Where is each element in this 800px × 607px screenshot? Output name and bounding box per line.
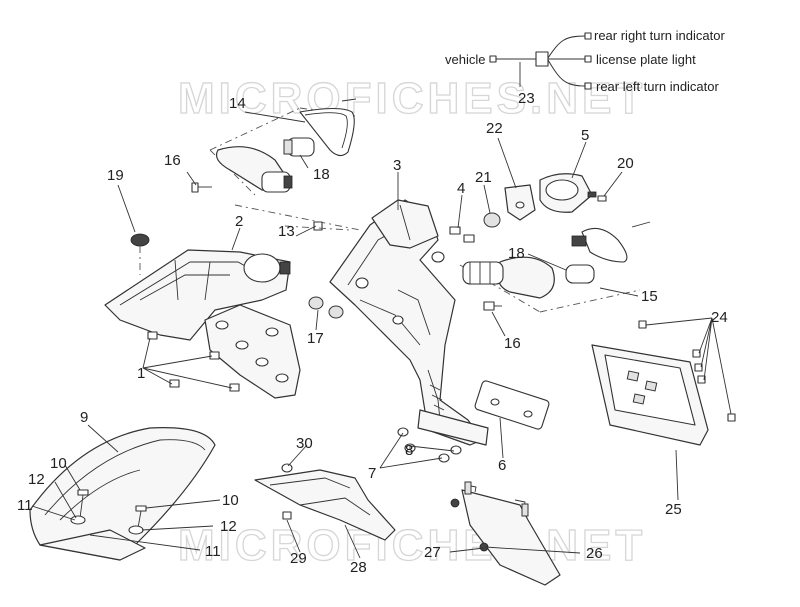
callout-22: 22 [486, 120, 503, 137]
label-vehicle: vehicle [445, 52, 485, 67]
splash-flap [461, 481, 561, 586]
label-license-plate: license plate light [596, 52, 696, 67]
callout-12-right: 12 [220, 518, 237, 535]
callout-11-left: 11 [17, 497, 33, 514]
callout-9: 9 [80, 409, 88, 426]
harness-junction [535, 51, 549, 67]
right-turn-indicator [459, 221, 651, 313]
callout-30: 30 [296, 435, 313, 452]
callout-26: 26 [586, 545, 603, 562]
callout-16-right: 16 [504, 335, 521, 352]
callout-28: 28 [350, 559, 367, 576]
callout-15: 15 [641, 288, 658, 305]
label-rear-left: rear left turn indicator [596, 79, 720, 94]
rubber-plug [130, 233, 150, 247]
nut-27 [450, 498, 460, 508]
rear-mudguard [29, 427, 216, 561]
callout-21: 21 [475, 169, 492, 186]
rear-right-connector [584, 32, 592, 40]
callout-10-right: 10 [222, 492, 239, 509]
screw-13 [313, 221, 323, 231]
callout-27: 27 [424, 544, 441, 561]
callout-20: 20 [617, 155, 634, 172]
callout-23: 23 [518, 90, 535, 107]
callout-16-left: 16 [164, 152, 181, 169]
clip-30 [281, 463, 293, 473]
screw-20 [597, 195, 607, 202]
callout-13: 13 [278, 223, 295, 240]
screw-29 [282, 511, 292, 520]
leader-lines [31, 62, 732, 559]
license-plate-light [539, 173, 597, 213]
rear-subframe [104, 249, 301, 399]
callout-18-right: 18 [508, 245, 525, 262]
callout-17: 17 [307, 330, 324, 347]
left-turn-indicator [191, 98, 357, 196]
callout-29: 29 [290, 550, 307, 567]
callout-3: 3 [393, 157, 401, 174]
callout-25: 25 [665, 501, 682, 518]
callout-10-left: 10 [50, 455, 67, 472]
license-holder-bracket [329, 199, 489, 446]
grommets-17 [308, 296, 344, 319]
rear-reflector [474, 380, 550, 430]
inner-mudguard [254, 469, 396, 541]
rear-left-connector [584, 82, 592, 90]
callout-18-left: 18 [313, 166, 330, 183]
watermark-bottom: MICROFICHES.NET [178, 521, 646, 570]
wiring-harness: vehicle rear right turn indicator licens… [445, 28, 725, 94]
license-connector [584, 55, 592, 63]
callout-14: 14 [229, 95, 246, 112]
callout-11-right: 11 [205, 543, 221, 560]
callout-7: 7 [368, 465, 376, 482]
spacer-21 [483, 212, 501, 228]
callout-8: 8 [405, 442, 413, 459]
screws-24 [638, 320, 736, 422]
label-rear-right: rear right turn indicator [594, 28, 725, 43]
callout-numbers: 1 2 3 4 5 6 7 8 9 10 10 11 11 12 12 13 1… [17, 90, 728, 576]
screws-4 [449, 226, 475, 243]
callout-12-left: 12 [28, 471, 45, 488]
watermark-top: MICROFICHES.NET [178, 74, 646, 123]
callout-19: 19 [107, 167, 124, 184]
callout-1: 1 [137, 365, 145, 382]
license-plate-holder [591, 344, 709, 446]
callout-6: 6 [498, 457, 506, 474]
callout-4: 4 [457, 180, 465, 197]
vehicle-connector [489, 55, 497, 63]
callout-2: 2 [235, 213, 243, 230]
callout-5: 5 [581, 127, 589, 144]
callout-24: 24 [711, 309, 728, 326]
